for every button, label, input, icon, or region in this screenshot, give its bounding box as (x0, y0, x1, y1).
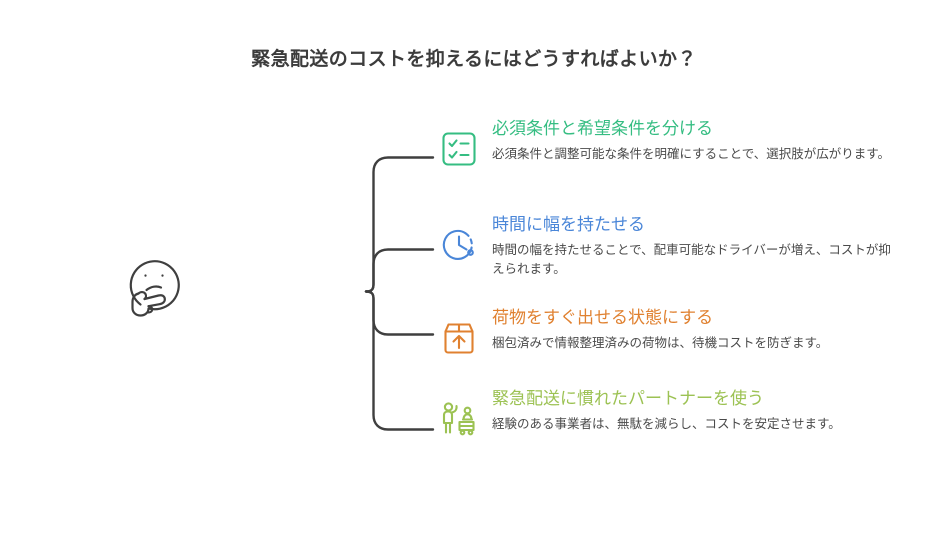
branch-heading: 緊急配送に慣れたパートナーを使う (492, 389, 764, 408)
branch-text-block: 荷物をすぐ出せる状態にする 梱包済みで情報整理済みの荷物は、待機コストを防ぎます… (492, 307, 896, 353)
box-arrow-up-icon (440, 319, 478, 357)
connector-branch-2 (364, 290, 435, 336)
branch-text-block: 時間に幅を持たせる 時間の幅を持たせることで、配車可能なドライバーが増え、コスト… (492, 214, 896, 279)
branch-heading: 時間に幅を持たせる (492, 215, 645, 234)
branch-text-block: 必須条件と希望条件を分ける 必須条件と調整可能な条件を明確にすることで、選択肢が… (492, 118, 896, 164)
connector-branch-1 (364, 248, 435, 293)
branch-text-block: 緊急配送に慣れたパートナーを使う 経験のある事業者は、無駄を減らし、コストを安定… (492, 388, 896, 434)
branch-description: 必須条件と調整可能な条件を明確にすることで、選択肢が広がります。 (492, 147, 891, 161)
thinking-face-icon (129, 260, 180, 317)
page-title: 緊急配送のコストを抑えるにはどうすればよいか？ (251, 49, 697, 70)
checklist-icon (440, 130, 478, 168)
connector-branch-0 (364, 156, 435, 293)
branch-heading: 必須条件と希望条件を分ける (492, 119, 713, 138)
connector-branch-3 (364, 290, 435, 431)
root-node-thinking-face (118, 248, 190, 320)
branch-time-flexibility[interactable]: 時間に幅を持たせる 時間の幅を持たせることで、配車可能なドライバーが増え、コスト… (440, 214, 896, 279)
branch-description: 経験のある事業者は、無駄を減らし、コストを安定させます。 (492, 417, 841, 431)
branch-description: 時間の幅を持たせることで、配車可能なドライバーが増え、コストが抑えられます。 (492, 243, 891, 276)
branch-description: 梱包済みで情報整理済みの荷物は、待機コストを防ぎます。 (492, 336, 829, 350)
branch-separate-conditions[interactable]: 必須条件と希望条件を分ける 必須条件と調整可能な条件を明確にすることで、選択肢が… (440, 118, 896, 168)
partner-delivery-icon (440, 400, 478, 438)
branch-heading: 荷物をすぐ出せる状態にする (492, 308, 714, 327)
branch-ready-to-ship[interactable]: 荷物をすぐ出せる状態にする 梱包済みで情報整理済みの荷物は、待機コストを防ぎます… (440, 307, 896, 357)
branch-experienced-partner[interactable]: 緊急配送に慣れたパートナーを使う 経験のある事業者は、無駄を減らし、コストを安定… (440, 388, 896, 438)
clock-dashed-icon (440, 226, 478, 264)
